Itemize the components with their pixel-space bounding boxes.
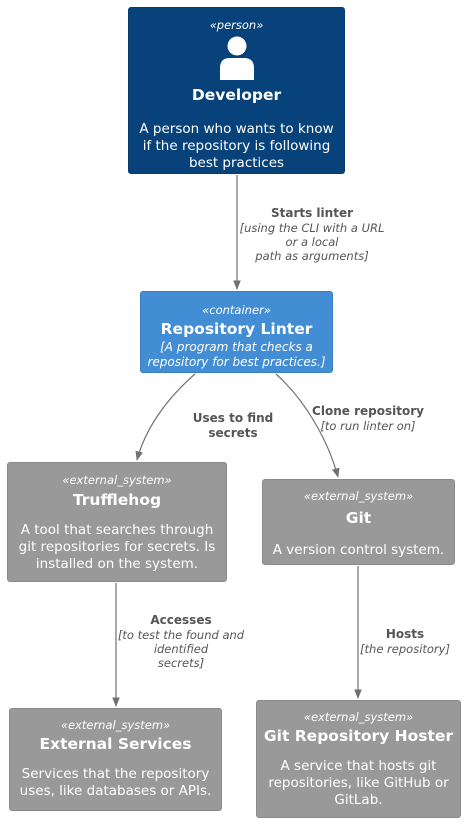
external-stereotype: «external_system» bbox=[60, 718, 171, 732]
git-repository-hoster-system-node[interactable]: «external_system» Git Repository Hoster … bbox=[256, 700, 461, 818]
git-stereotype: «external_system» bbox=[303, 489, 414, 503]
repository-linter-container-node[interactable]: «container» Repository Linter [A program… bbox=[140, 291, 333, 373]
hoster-stereotype: «external_system» bbox=[303, 710, 414, 724]
edge-label-clone-repository: Clone repository [to run linter on] bbox=[305, 404, 431, 433]
edge-label-uses-to-find-secrets: Uses to find secrets bbox=[166, 411, 300, 441]
external-services-system-node[interactable]: «external_system» External Services Serv… bbox=[9, 708, 222, 811]
starts-linter-label: Starts linter bbox=[270, 206, 353, 220]
git-system-node[interactable]: «external_system» Git A version control … bbox=[262, 479, 455, 565]
edge-label-accesses: Accesses [to test the found and identifi… bbox=[110, 613, 252, 670]
external-name: External Services bbox=[39, 735, 192, 753]
linter-technology: [A program that checks a repository for … bbox=[147, 340, 326, 369]
edge-label-starts-linter: Starts linter [using the CLI with a URL … bbox=[232, 206, 392, 263]
accesses-label: Accesses bbox=[150, 613, 212, 627]
clone-repository-technology: [to run linter on] bbox=[320, 419, 416, 433]
clone-repository-label: Clone repository bbox=[312, 404, 424, 418]
linter-name: Repository Linter bbox=[160, 320, 313, 338]
git-description: A version control system. bbox=[272, 542, 445, 558]
edge-uses-to-find-secrets bbox=[135, 373, 196, 461]
developer-description: A person who wants to know if the reposi… bbox=[139, 121, 334, 171]
developer-person-node[interactable]: «person» Developer A person who wants to… bbox=[128, 7, 345, 174]
person-icon bbox=[219, 36, 254, 80]
trufflehog-system-node[interactable]: «external_system» Trufflehog A tool that… bbox=[7, 462, 227, 582]
developer-stereotype: «person» bbox=[209, 18, 264, 32]
edge-clone-repository bbox=[275, 373, 340, 478]
trufflehog-name: Trufflehog bbox=[72, 491, 162, 509]
accesses-technology: [to test the found and identified secret… bbox=[117, 628, 245, 670]
hoster-name: Git Repository Hoster bbox=[263, 727, 454, 745]
trufflehog-stereotype: «external_system» bbox=[62, 473, 172, 487]
hoster-description: A service that hosts git repositories, l… bbox=[268, 758, 449, 808]
edge-label-hosts: Hosts [the repository] bbox=[354, 627, 456, 656]
linter-stereotype: «container» bbox=[202, 303, 271, 317]
uses-to-find-secrets-label: Uses to find secrets bbox=[192, 411, 274, 440]
trufflehog-description: A tool that searches through git reposit… bbox=[18, 522, 216, 572]
git-name: Git bbox=[345, 509, 372, 527]
hosts-technology: [the repository] bbox=[360, 642, 450, 656]
developer-name: Developer bbox=[191, 86, 282, 104]
external-description: Services that the repository uses, like … bbox=[19, 766, 212, 799]
hosts-label: Hosts bbox=[385, 627, 425, 641]
starts-linter-technology: [using the CLI with a URL or a local pat… bbox=[239, 221, 385, 263]
